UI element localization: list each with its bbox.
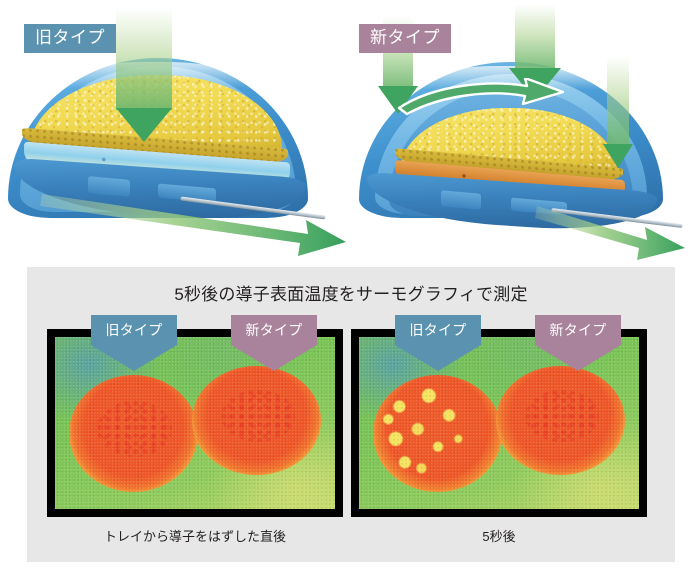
thermal-image-frame: 旧タイプ 新タイプ (351, 315, 647, 517)
diagram-old-type: 旧タイプ (0, 0, 350, 265)
thermal-badge-old-tip (395, 345, 481, 371)
hot-spot-new (496, 366, 625, 475)
thermal-badge-new-tip (535, 345, 621, 371)
heat-inflow-arrow-old (116, 8, 172, 144)
thermography-block: 旧タイプ 新タイプ トレイから導子をはずした直後 (47, 315, 343, 545)
heat-circulation-arrow (397, 78, 565, 116)
thermal-badge-new-tip (231, 345, 317, 371)
thermal-badge-old-tip (91, 345, 177, 371)
thermography-block: 旧タイプ 新タイプ 5秒後 (351, 315, 647, 545)
thermography-panel: 5秒後の導子表面温度をサーモグラフィで測定 旧タイプ 新タイプ トレイから導子を… (27, 267, 675, 562)
heat-outflow-arrow-new (535, 206, 685, 260)
comparison-diagrams: 旧タイプ (0, 0, 700, 265)
hot-spot-old (373, 374, 502, 492)
hot-spot-new (192, 366, 321, 475)
thermal-badge-old: 旧タイプ (91, 315, 177, 371)
heat-outflow-arrow-old (40, 194, 346, 256)
thermal-badge-new: 新タイプ (535, 315, 621, 371)
base-rib (441, 190, 481, 210)
thermal-badge-new-label: 新タイプ (535, 315, 621, 345)
thermal-caption: 5秒後 (482, 529, 516, 544)
type-badge-old: 旧タイプ (24, 24, 116, 53)
thermal-badge-new-label: 新タイプ (231, 315, 317, 345)
thermal-caption: トレイから導子をはずした直後 (103, 529, 286, 544)
thermal-badge-old-label: 旧タイプ (395, 315, 481, 345)
thermal-image-frame: 旧タイプ 新タイプ (47, 315, 343, 517)
thermal-badge-old-label: 旧タイプ (91, 315, 177, 345)
diagram-new-type: 新タイプ (345, 0, 695, 265)
thermal-badge-old: 旧タイプ (395, 315, 481, 371)
type-badge-new: 新タイプ (359, 24, 451, 53)
heat-inflow-arrow-right (603, 56, 633, 174)
thermal-badge-new: 新タイプ (231, 315, 317, 371)
hot-spot-old (69, 374, 198, 492)
thermography-heading: 5秒後の導子表面温度をサーモグラフィで測定 (174, 285, 528, 304)
